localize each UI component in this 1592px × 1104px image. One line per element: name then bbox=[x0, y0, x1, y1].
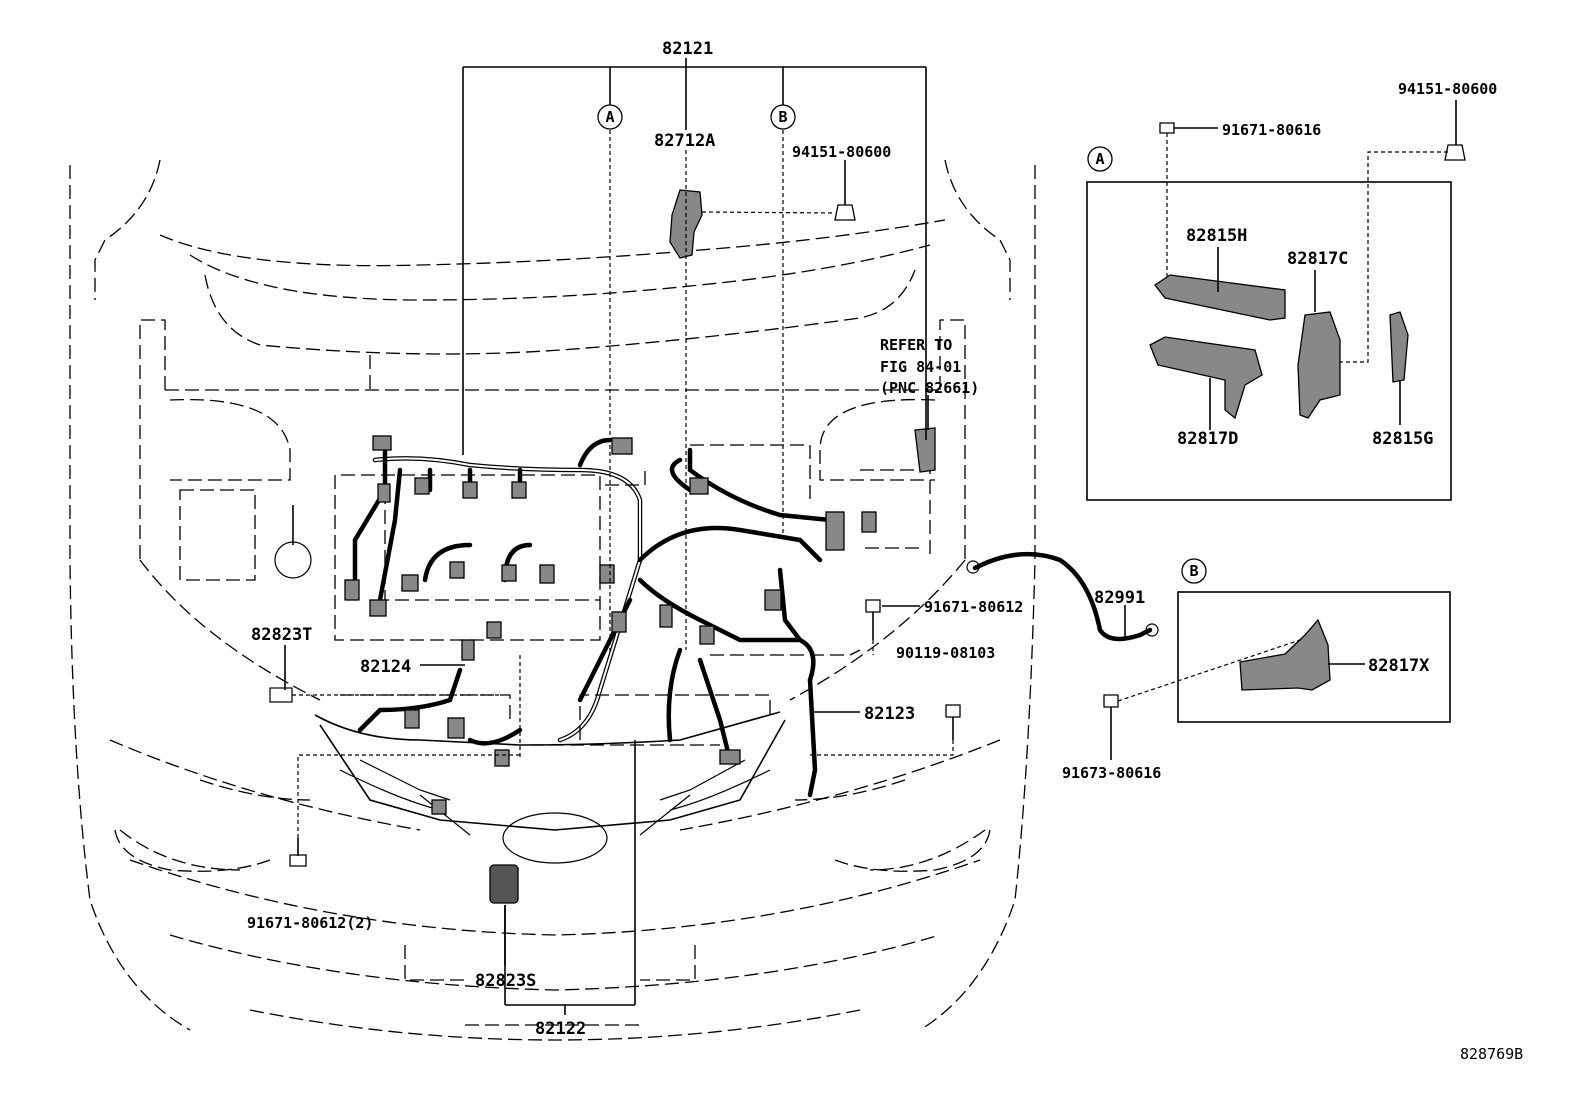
front-grille bbox=[314, 711, 786, 864]
callout-b-detail: B bbox=[1181, 558, 1207, 584]
svg-text:A: A bbox=[1095, 150, 1104, 168]
label-82121: 82121 bbox=[662, 39, 713, 59]
label-refer-line3: (PNC 82661) bbox=[880, 379, 979, 397]
ground-strap-82991 bbox=[966, 551, 1159, 642]
grommet-82823S bbox=[489, 864, 519, 904]
bolt-91671-80612-2 bbox=[289, 754, 520, 867]
bolt-90119 bbox=[810, 704, 961, 756]
harness-connectors bbox=[344, 435, 877, 815]
label-refer-line2: FIG 84-01 bbox=[880, 358, 961, 376]
label-94151-top: 94151-80600 bbox=[792, 143, 891, 161]
label-91671-80616: 91671-80616 bbox=[1222, 121, 1321, 139]
vehicle-outline bbox=[69, 159, 1036, 1041]
grommet-82823T bbox=[269, 505, 500, 703]
label-91673-80616: 91673-80616 bbox=[1062, 764, 1161, 782]
label-82817D: 82817D bbox=[1177, 429, 1238, 449]
svg-text:B: B bbox=[1189, 562, 1198, 580]
label-82124: 82124 bbox=[360, 657, 411, 677]
label-82817C: 82817C bbox=[1287, 249, 1348, 269]
label-82823T: 82823T bbox=[251, 625, 312, 645]
label-94151-right: 94151-80600 bbox=[1398, 80, 1497, 98]
label-82712A: 82712A bbox=[654, 131, 715, 151]
refer-connector bbox=[914, 427, 936, 473]
callout-a-detail: A bbox=[1087, 146, 1113, 172]
clip-94151-top bbox=[701, 204, 856, 221]
engine-wire-harness bbox=[334, 437, 925, 798]
label-91671-80612: 91671-80612 bbox=[924, 598, 1023, 616]
label-82817X: 82817X bbox=[1368, 656, 1430, 676]
callout-b-main: B bbox=[770, 104, 796, 130]
svg-text:B: B bbox=[778, 108, 787, 126]
leader-lines bbox=[284, 58, 1126, 1015]
label-82823S: 82823S bbox=[475, 971, 536, 991]
label-82991: 82991 bbox=[1094, 588, 1145, 608]
label-90119-08103: 90119-08103 bbox=[896, 644, 995, 662]
detail-b-box bbox=[1103, 591, 1451, 760]
detail-a-box bbox=[1086, 100, 1466, 501]
label-82815G: 82815G bbox=[1372, 429, 1433, 449]
label-91671-80612-2: 91671-80612(2) bbox=[247, 914, 373, 932]
label-82815H: 82815H bbox=[1186, 226, 1247, 246]
svg-text:A: A bbox=[605, 108, 614, 126]
label-refer-line1: REFER TO bbox=[880, 336, 952, 354]
bolt-91671-80612 bbox=[865, 599, 881, 655]
label-82123: 82123 bbox=[864, 704, 915, 724]
label-82122: 82122 bbox=[535, 1019, 586, 1039]
callout-a-main: A bbox=[597, 104, 623, 130]
figure-id: 828769B bbox=[1460, 1045, 1523, 1063]
